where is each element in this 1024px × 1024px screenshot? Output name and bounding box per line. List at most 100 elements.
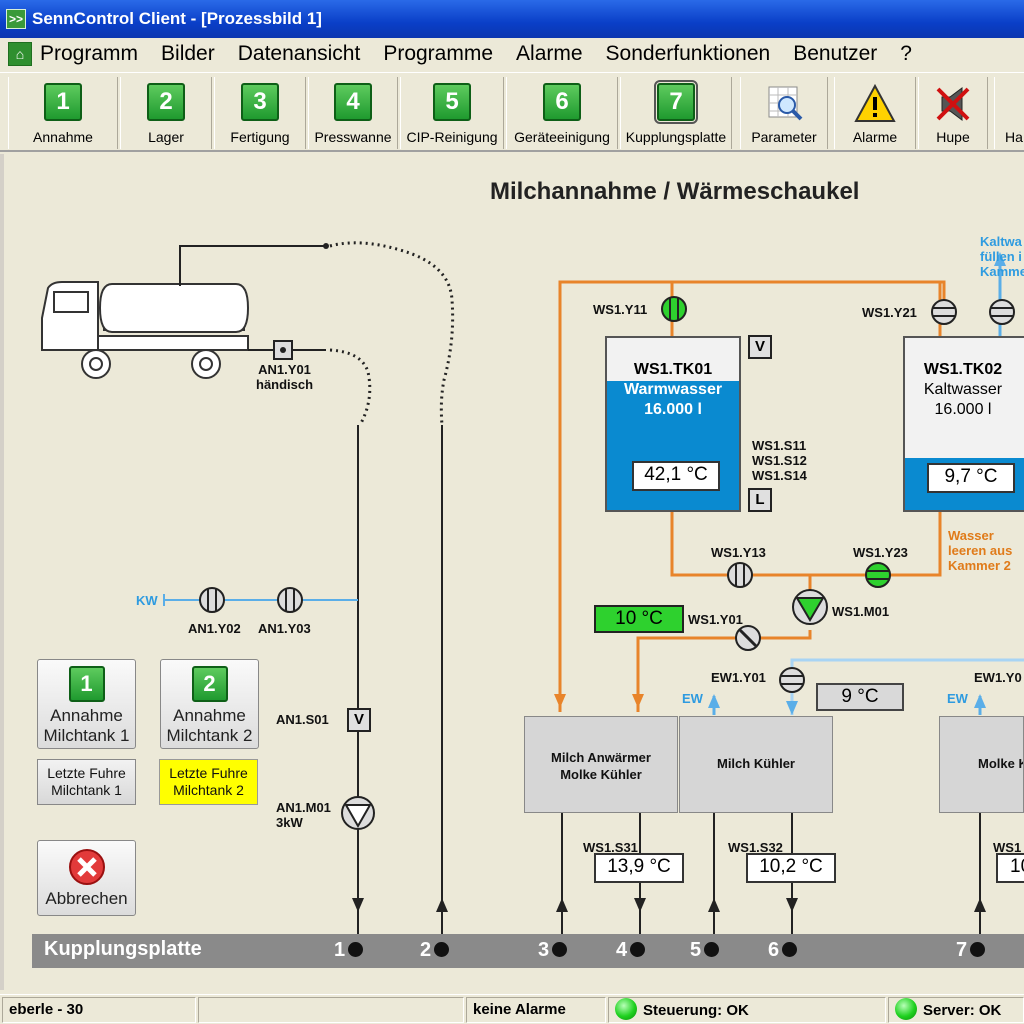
statusbar: eberle - 30 keine Alarme Steuerung: OK S… [0,994,1024,1024]
port-number: 3 [538,939,550,961]
toolbar-hupe-button[interactable]: Hupe [918,77,988,149]
menu-alarme[interactable]: Alarme [516,42,583,65]
toolbar-alarme-button[interactable]: Alarme [834,77,916,149]
coupling-port-2[interactable]: 2 [420,939,450,962]
port-dot-icon [782,942,798,957]
port-number: 4 [616,939,628,961]
toolbar-button-label: Parameter [751,129,817,145]
tank-volume: 16.000 l [644,401,702,418]
tag-text: WS1.S14 [752,468,807,483]
toolbar-button-label: Annahme [33,129,93,145]
hx-label: Milch Anwärmer [551,750,651,765]
page-title: Milchannahme / Wärmeschaukel [490,178,860,205]
mix-temperature: 10 °C [594,605,684,633]
menu-programm[interactable]: Programm [40,42,139,65]
steuerung-ok-led-icon [615,998,637,1020]
tag-text: 3kW [276,815,303,830]
coupling-port-7[interactable]: 7 [956,939,986,962]
port-number: 1 [334,939,346,961]
tank1-l-indicator[interactable]: L [748,488,772,512]
number-badge: 1 [68,666,105,702]
tank1-v-indicator[interactable]: V [748,335,772,359]
milch-kuehler[interactable]: Milch Kühler [679,716,833,813]
note-text: Kamme [980,264,1024,279]
toolbar-button-label: Fertigung [230,129,290,145]
hx-label: Molke Kühler [560,767,642,782]
port-dot-icon [552,942,568,957]
button-label: Milchtank 1 [43,726,130,745]
toolbar-geraeteeinigung-button[interactable]: 6 Geräteeinigung [506,77,618,149]
number-badge: 3 [241,83,279,121]
button-label: Milchtank 1 [51,782,122,798]
ws1-y01-tag: WS1.Y01 [688,612,743,627]
port-number: 7 [956,939,968,961]
valve-kaltwasser-icon [989,299,1015,325]
button-label: Letzte Fuhre [169,765,248,781]
toolbar-button-label: Lager [148,129,184,145]
status-empty [198,997,464,1023]
menubar: ⌂ Programm Bilder Datenansicht Programme… [0,38,1024,70]
toolbar-kupplungsplatte-button[interactable]: 7 Kupplungsplatte [620,77,732,149]
toolbar-parameter-button[interactable]: Parameter [740,77,828,149]
toolbar-annahme-button[interactable]: 1 Annahme [8,77,118,149]
app-icon: >> [6,9,26,29]
letzte-fuhre-milchtank-1-button[interactable]: Letzte Fuhre Milchtank 1 [37,759,136,805]
port-number: 5 [690,939,702,961]
an1-y01-tag: AN1.Y01 händisch [256,362,313,392]
button-label: Annahme [173,706,246,725]
menu-datenansicht[interactable]: Datenansicht [237,42,361,65]
wasser-leeren-note: Wasser leeren aus Kammer 2 [948,528,1012,573]
tank2-temperature: 9,7 °C [927,463,1015,493]
valve-ws1-y23-icon [865,562,891,588]
valve-ws1-y01-icon [735,625,761,651]
window-title: SennControl Client - [Prozessbild 1] [32,9,322,28]
letzte-fuhre-milchtank-2-button[interactable]: Letzte Fuhre Milchtank 2 [159,759,258,805]
valve-an1-y03-icon [277,587,303,613]
ws1-y13-tag: WS1.Y13 [711,545,766,560]
kupplungsplatte-title: Kupplungsplatte [44,938,202,960]
toolbar-button-label: Presswanne [314,129,392,145]
menu-benutzer[interactable]: Benutzer [793,42,878,65]
level-switch-an1-s01[interactable]: V [347,708,371,732]
molke-kuehler[interactable]: Molke K [939,716,1024,813]
port-dot-icon [970,942,986,957]
menu-programme[interactable]: Programme [383,42,494,65]
number-badge: 4 [334,83,372,121]
an1-s01-tag: AN1.S01 [276,712,329,727]
menu-bilder[interactable]: Bilder [161,42,215,65]
tag-text: WS1.S12 [752,453,807,468]
window-titlebar: >> SennControl Client - [Prozessbild 1] [0,0,1024,38]
coupling-port-5[interactable]: 5 [690,939,720,962]
coupling-port-1[interactable]: 1 [334,939,364,962]
abbrechen-button[interactable]: Abbrechen [37,840,136,916]
ws1-sensor-tags: WS1.S11 WS1.S12 WS1.S14 [752,438,807,483]
status-steuerung: Steuerung: OK [608,997,886,1023]
menu-help[interactable]: ? [900,42,912,65]
valve-ws1-y21-icon [931,299,957,325]
hx-label: Molke K [978,756,1024,771]
ws1-s31-tag: WS1.S31 [583,840,638,855]
tag-text: AN1.M01 [276,800,331,815]
toolbar-button-label: Kupplungsplatte [625,129,727,145]
toolbar-cip-reinigung-button[interactable]: 5 CIP-Reinigung [400,77,504,149]
annahme-milchtank-1-button[interactable]: 1 Annahme Milchtank 1 [37,659,136,749]
port-number: 6 [768,939,780,961]
note-text: Kaltwa [980,234,1022,249]
coupling-port-4[interactable]: 4 [616,939,646,962]
valve-ew1-y01-icon [779,667,805,693]
toolbar-partial-button[interactable]: Ha [994,77,1024,149]
toolbar-presswanne-button[interactable]: 4 Presswanne [308,77,398,149]
toolbar-lager-button[interactable]: 2 Lager [120,77,212,149]
coupling-port-6[interactable]: 6 [768,939,798,962]
an1-y03-tag: AN1.Y03 [258,621,311,636]
milch-anwaermer-molke-kuehler[interactable]: Milch Anwärmer Molke Kühler [524,716,678,813]
toolbar-fertigung-button[interactable]: 3 Fertigung [214,77,306,149]
tank1-temperature: 42,1 °C [632,461,720,491]
home-icon[interactable]: ⌂ [8,42,32,66]
coupling-port-3[interactable]: 3 [538,939,568,962]
status-text: Steuerung: OK [643,1002,749,1019]
note-text: füllen i [980,249,1022,264]
menu-sonderfunktionen[interactable]: Sonderfunktionen [605,42,771,65]
annahme-milchtank-2-button[interactable]: 2 Annahme Milchtank 2 [160,659,259,749]
ew1-y01-tag: EW1.Y01 [711,670,766,685]
